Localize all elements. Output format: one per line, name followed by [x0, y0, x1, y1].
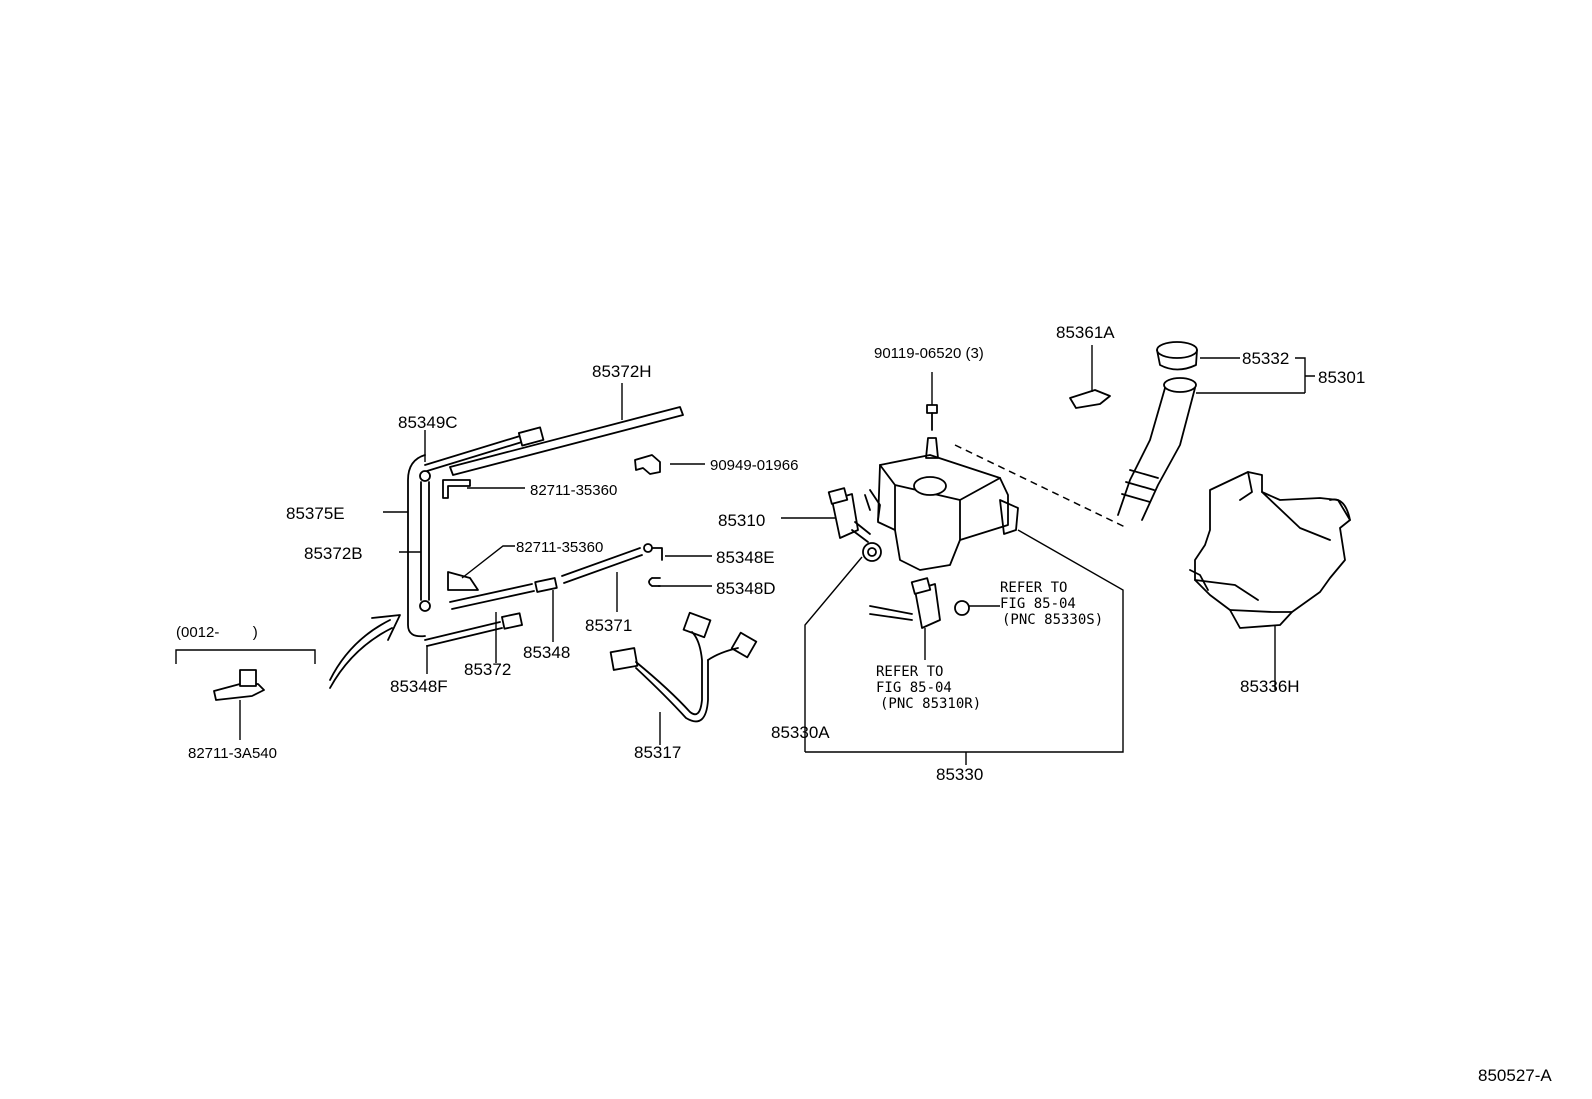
tank-mount-tab [925, 437, 939, 459]
refer-note-2-line3: (PNC 85310R) [880, 696, 981, 712]
grommet-second [954, 600, 970, 616]
refer-note-2-line2: FIG 85-04 [876, 680, 952, 696]
harness-connector-a [609, 647, 639, 671]
clip-90949-01966 [634, 454, 661, 475]
label-85332: 85332 [1242, 349, 1289, 368]
splash-shield-85336h [1189, 471, 1351, 690]
label-85361a: 85361A [1056, 323, 1115, 342]
figure-id: 850527-A [1478, 1066, 1552, 1085]
bracket-82711-a [442, 479, 471, 499]
label-85330: 85330 [936, 765, 983, 784]
hose-85372h [449, 406, 684, 476]
harness-connector-b [682, 611, 712, 639]
label-85372: 85372 [464, 660, 511, 679]
refer-note-1-line3: (PNC 85330S) [1002, 612, 1103, 628]
label-0012: (0012- ) [176, 624, 258, 641]
tank-body [877, 454, 1009, 571]
refer-note-1-line1: REFER TO [1000, 580, 1067, 596]
shield-body [1194, 471, 1351, 629]
hose-85371 [561, 547, 643, 584]
label-85348f: 85348F [390, 677, 448, 696]
cap-85332 [1156, 341, 1198, 359]
inset-group [175, 614, 401, 740]
arrow-head [371, 614, 401, 641]
label-85375e: 85375E [286, 504, 345, 523]
label-82711-3a540: 82711-3A540 [188, 745, 277, 762]
clip-85361a [1069, 389, 1111, 409]
label-85348e: 85348E [716, 548, 775, 567]
elbow-85348d [648, 577, 661, 587]
joint-85348 [534, 577, 558, 593]
refer-note-1-line2: FIG 85-04 [1000, 596, 1076, 612]
label-85330a: 85330A [771, 723, 830, 742]
arrow-shaft [329, 619, 391, 681]
label-85349c: 85349C [398, 413, 458, 432]
wire-harness-85317 [609, 611, 758, 745]
tank-bracket [999, 499, 1019, 535]
refer-note-2-line1: REFER TO [876, 664, 943, 680]
washer-tank-85330 [864, 372, 1126, 571]
grommet-85330a [862, 542, 882, 562]
hose-85372 [449, 583, 535, 610]
label-90949-01966: 90949-01966 [710, 457, 798, 474]
label-82711-35360-b: 82711-35360 [516, 539, 603, 556]
label-85310: 85310 [718, 511, 765, 530]
tank-filler-neck [913, 476, 947, 496]
harness-connector-c [730, 631, 758, 659]
label-85348d: 85348D [716, 579, 776, 598]
label-85372h: 85372H [592, 362, 652, 381]
hose-85372b [420, 481, 430, 601]
pump-group [804, 487, 1124, 765]
label-85372b: 85372B [304, 544, 363, 563]
filler-pipe-85301 [1069, 341, 1315, 521]
hose-assembly [407, 406, 684, 647]
label-90119-06520: 90119-06520 (3) [874, 345, 984, 362]
clamp-body [239, 669, 257, 687]
label-85301: 85301 [1318, 368, 1365, 387]
elbow-85348e [649, 547, 663, 561]
label-82711-35360-a: 82711-35360 [530, 482, 617, 499]
label-85348: 85348 [523, 643, 570, 662]
filler-tube [1117, 387, 1196, 521]
bolt-90119-06520 [926, 404, 938, 414]
label-85317: 85317 [634, 743, 681, 762]
part-labels: 85372H 85349C 90949-01966 82711-35360 85… [176, 323, 1552, 1085]
bracket-82711-b [447, 571, 479, 591]
label-85371: 85371 [585, 616, 632, 635]
leader-lines [383, 383, 835, 674]
connector-85349c [517, 426, 545, 447]
label-85336h: 85336H [1240, 677, 1300, 696]
